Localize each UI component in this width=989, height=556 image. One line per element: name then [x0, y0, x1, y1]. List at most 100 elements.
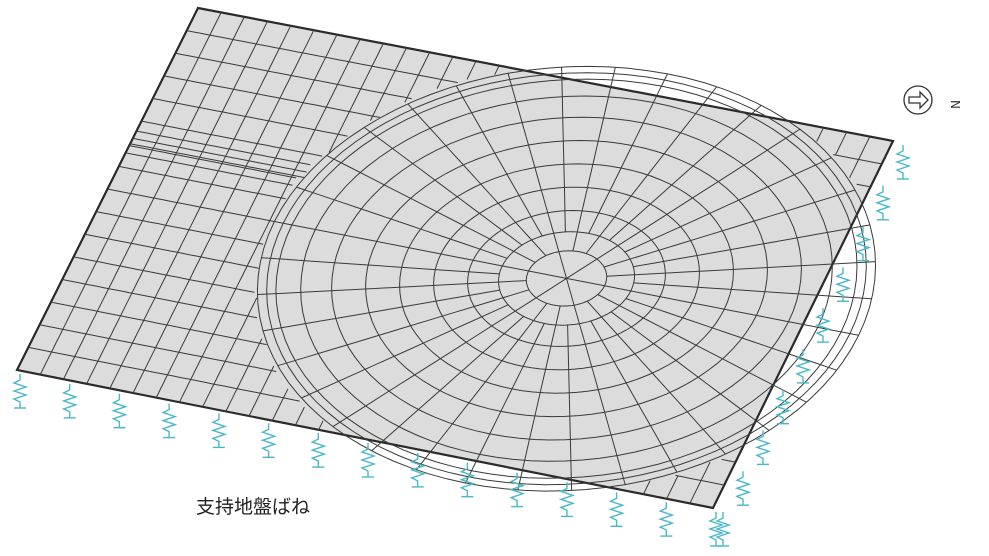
mesh-radial [566, 278, 575, 306]
ground-spring-icon [11, 374, 29, 409]
mesh-line [96, 211, 264, 245]
ground-spring-icon [608, 492, 625, 527]
mesh-line [186, 30, 458, 84]
mesh-radial [588, 73, 668, 234]
spring-coil [754, 430, 772, 465]
spring-coil [508, 472, 526, 507]
mesh-line [689, 461, 711, 504]
ground-spring-icon [894, 145, 912, 180]
mesh-line [294, 406, 305, 426]
spring-coil [814, 308, 832, 343]
mesh-line [248, 365, 275, 417]
mesh-line [50, 301, 267, 346]
spring-coil [707, 512, 725, 546]
foundation-slab [15, 6, 895, 510]
mesh-line [136, 130, 311, 166]
mesh-line [73, 256, 255, 293]
north-arrow-icon [903, 85, 933, 115]
spring-coil [658, 502, 675, 537]
mesh-radial [573, 305, 626, 485]
mesh-radial [603, 189, 856, 268]
mesh-radial [363, 126, 523, 246]
mesh-radial [465, 323, 545, 484]
ground-spring-icon [310, 433, 327, 468]
spring-coil [794, 348, 812, 383]
ground-spring-icon [111, 393, 128, 429]
ground-spring-icon [409, 452, 426, 488]
mesh-radial [561, 67, 566, 232]
mesh-line [152, 98, 348, 137]
mesh-radial [261, 257, 500, 275]
mesh-line [28, 346, 300, 402]
spring-coil [734, 471, 752, 506]
mesh-radial [535, 277, 567, 299]
mesh-line [436, 56, 454, 89]
spring-coil [61, 383, 78, 418]
mesh-line [118, 165, 286, 200]
mesh-line [834, 131, 848, 156]
mesh-radial [332, 297, 537, 428]
mesh-radial [597, 294, 807, 403]
mesh-radial [572, 67, 616, 252]
ground-spring-icon [854, 226, 872, 262]
slab-outline [15, 6, 895, 510]
ground-spring-icon [814, 308, 832, 343]
ground-spring-icon [734, 471, 752, 506]
spring-coil [834, 267, 852, 302]
mesh-line [271, 388, 289, 421]
mesh-line [129, 145, 297, 179]
mesh-radial [296, 186, 508, 259]
ground-spring-icon [834, 267, 852, 302]
mesh-radial [566, 258, 598, 279]
mesh-radial [407, 103, 547, 257]
ground-spring-icon [774, 389, 792, 425]
mesh-line [856, 183, 871, 188]
mesh-line [125, 152, 293, 186]
mesh-radial [415, 302, 548, 471]
mesh-radial [604, 285, 859, 336]
mesh-line [107, 188, 275, 222]
mesh-line [466, 60, 477, 80]
mesh-line [84, 233, 259, 269]
mesh-line [369, 47, 407, 121]
mesh-radial [610, 311, 770, 431]
spring-coil [608, 492, 625, 527]
ground-spring-icon [794, 348, 812, 384]
mesh-line [132, 137, 307, 173]
spring-coil [11, 374, 29, 408]
mesh-line [175, 52, 412, 100]
ground-spring-icon [210, 413, 228, 449]
mesh-radial [301, 304, 509, 399]
mesh-radial [606, 261, 876, 277]
mesh-line [164, 75, 380, 118]
caption-ground-spring: 支持地盤ばね [196, 496, 311, 518]
ground-spring-icon [508, 472, 526, 508]
ground-spring-icon [459, 462, 476, 498]
mesh-radial [455, 85, 543, 237]
spring-coil [558, 482, 576, 517]
spring-coil [894, 145, 912, 179]
mesh-radial [590, 320, 678, 473]
mesh-radial [507, 73, 560, 252]
spring-coil [774, 389, 792, 424]
mesh-line [318, 420, 324, 431]
mesh-radial [586, 300, 726, 455]
ground-spring-icon [359, 443, 377, 478]
mesh-line [833, 154, 882, 165]
ground-spring-icon [160, 403, 178, 439]
mesh-radial [326, 154, 536, 263]
north-label: N [948, 100, 962, 109]
ground-springs [11, 145, 912, 547]
mesh-line [141, 120, 323, 157]
mesh-grid [28, 12, 882, 504]
mesh-radial [633, 224, 870, 268]
mesh-radial [274, 221, 529, 272]
ground-spring-icon [658, 502, 675, 537]
ground-spring-icon [260, 423, 277, 458]
mesh-radial [257, 280, 527, 295]
spring-coil [359, 443, 377, 477]
mesh-radial [625, 298, 837, 371]
ground-spring-icon [61, 383, 78, 419]
ground-spring-icon [874, 185, 892, 221]
